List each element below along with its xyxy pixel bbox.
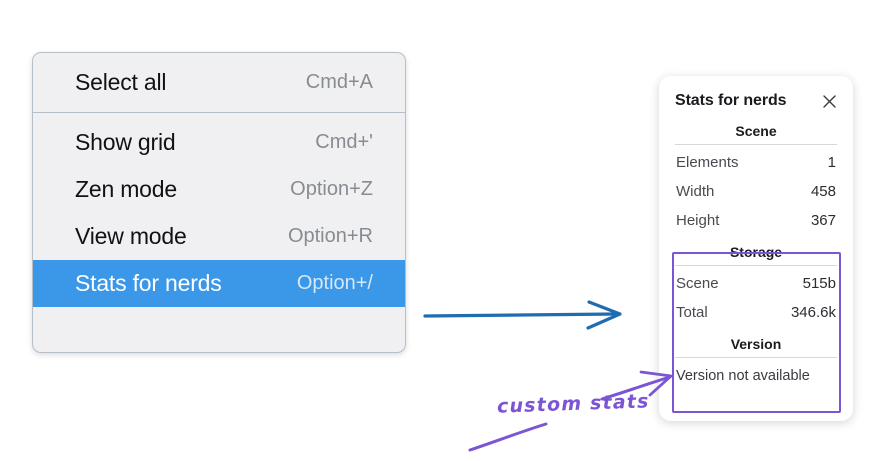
menu-item-shortcut: Cmd+' <box>315 131 373 153</box>
stat-row: Width 458 <box>671 177 841 206</box>
handwritten-annotation-label: custom stats <box>496 390 650 418</box>
panel-header: Stats for nerds <box>671 88 841 114</box>
menu-item-show-grid[interactable]: Show grid Cmd+' <box>33 119 405 166</box>
section-rule <box>675 144 837 145</box>
menu-group-2: Show grid Cmd+' Zen mode Option+Z View m… <box>33 113 405 313</box>
version-text: Version not available <box>676 368 810 384</box>
flow-arrow-icon <box>423 300 622 330</box>
stats-for-nerds-panel: Stats for nerds Scene Elements 1 Width 4… <box>659 76 853 421</box>
menu-item-shortcut: Cmd+A <box>305 71 373 93</box>
section-heading-version: Version <box>730 336 782 352</box>
stat-row: Height 367 <box>671 206 841 235</box>
custom-stats-group: Storage Scene 515b Total 346.6k Version … <box>671 235 841 387</box>
stat-key: Scene <box>676 275 719 292</box>
menu-item-stats-for-nerds[interactable]: Stats for nerds Option+/ <box>33 260 405 307</box>
stat-key: Width <box>676 183 715 200</box>
section-version: Version Version not available <box>671 327 841 387</box>
menu-group-1: Select all Cmd+A <box>33 53 405 112</box>
section-rule <box>675 265 837 266</box>
panel-title: Stats for nerds <box>675 92 787 109</box>
menu-item-zen-mode[interactable]: Zen mode Option+Z <box>33 166 405 213</box>
menu-item-view-mode[interactable]: View mode Option+R <box>33 213 405 260</box>
section-storage: Storage Scene 515b Total 346.6k <box>671 235 841 327</box>
stat-row: Elements 1 <box>671 148 841 177</box>
stat-key: Elements <box>676 154 739 171</box>
menu-item-label: View mode <box>75 223 187 249</box>
stat-row: Total 346.6k <box>671 298 841 327</box>
stat-value: 1 <box>827 154 836 171</box>
section-rule <box>675 357 837 358</box>
menu-item-shortcut: Option+Z <box>290 178 373 200</box>
menu-item-label: Stats for nerds <box>75 270 222 296</box>
menu-item-label: Zen mode <box>75 176 177 202</box>
stat-key: Total <box>676 304 708 321</box>
section-heading-scene: Scene <box>735 123 777 139</box>
section-scene: Scene Elements 1 Width 458 Height 367 <box>671 114 841 235</box>
stat-value: 346.6k <box>790 304 836 321</box>
stat-value: 458 <box>810 183 836 200</box>
menu-separator <box>33 112 405 113</box>
stat-value: 367 <box>810 212 836 229</box>
stat-row: Scene 515b <box>671 269 841 298</box>
section-heading-storage: Storage <box>729 244 783 260</box>
menu-item-label: Select all <box>75 69 167 95</box>
close-icon[interactable] <box>819 91 839 111</box>
menu-item-shortcut: Option+R <box>287 225 373 247</box>
menu-item-shortcut: Option+/ <box>296 272 373 294</box>
menu-item-select-all[interactable]: Select all Cmd+A <box>33 59 405 106</box>
menu-item-label: Show grid <box>75 129 176 155</box>
stat-key: Height <box>676 212 720 229</box>
stat-value: 515b <box>802 275 836 292</box>
annotation-underline-stroke <box>468 422 548 452</box>
context-menu: Select all Cmd+A Show grid Cmd+' Zen mod… <box>32 52 406 353</box>
